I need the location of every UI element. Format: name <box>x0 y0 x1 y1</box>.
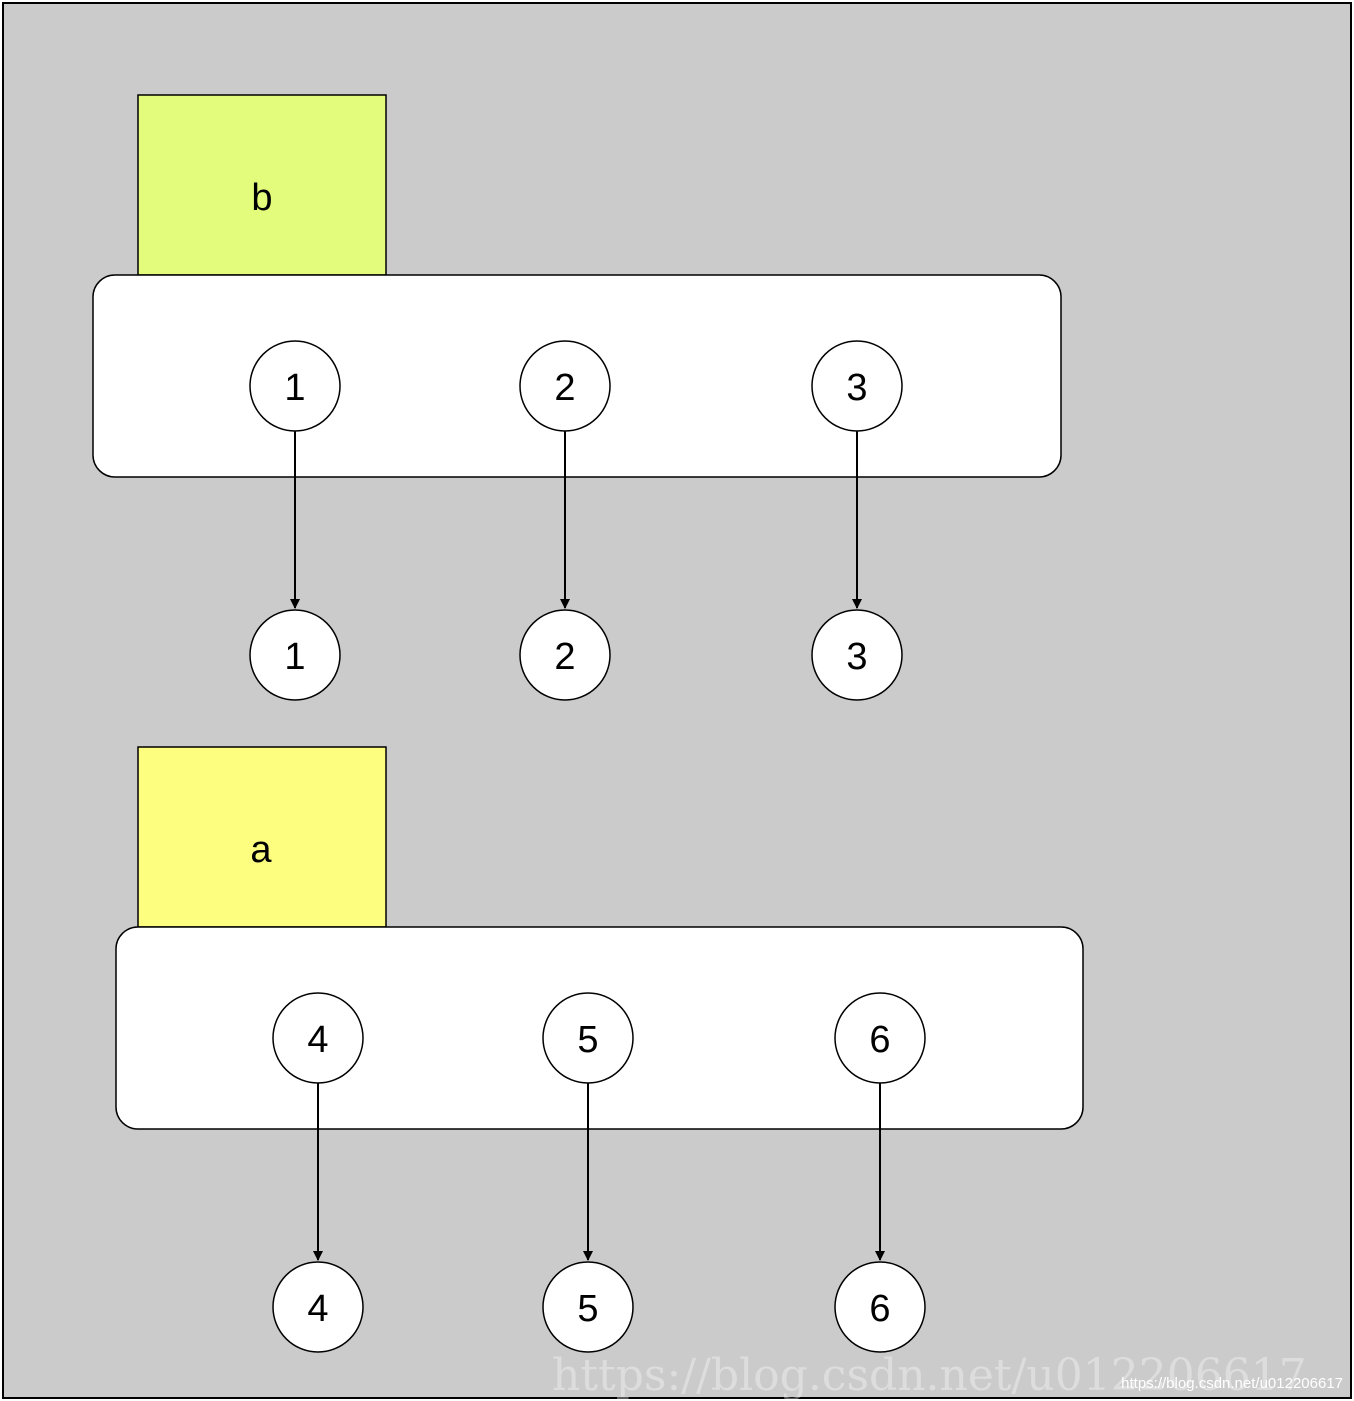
group-b-label: b <box>251 177 272 219</box>
group-b-label-box <box>137 94 387 276</box>
target-node-label: 5 <box>577 1288 598 1330</box>
target-node-label: 3 <box>846 636 867 678</box>
container-node-label: 2 <box>554 367 575 409</box>
target-node-label: 4 <box>307 1288 328 1330</box>
target-node-circle <box>834 1261 926 1353</box>
target-node-circle <box>811 609 903 701</box>
target-node-circle <box>249 609 341 701</box>
target-node-circle <box>542 1261 634 1353</box>
container-node-label: 3 <box>846 367 867 409</box>
target-node-label: 6 <box>869 1288 890 1330</box>
target-node-circle <box>519 609 611 701</box>
group-a: a 4 5 6 4 5 6 <box>115 746 1084 1353</box>
container-node-label: 6 <box>869 1019 890 1061</box>
container-node-label: 4 <box>307 1019 328 1061</box>
group-b: b 1 2 3 1 2 3 <box>92 94 1062 701</box>
target-node-label: 2 <box>554 636 575 678</box>
watermark-small: https://blog.csdn.net/u012206617 <box>1121 1375 1343 1392</box>
target-node-circle <box>272 1261 364 1353</box>
watermark-large: https://blog.csdn.net/u012206617 <box>552 1350 1307 1401</box>
container-node-label: 5 <box>577 1019 598 1061</box>
container-node-label: 1 <box>284 367 305 409</box>
group-a-label: a <box>250 829 272 871</box>
target-node-label: 1 <box>284 636 305 678</box>
group-a-label-box <box>137 746 387 928</box>
